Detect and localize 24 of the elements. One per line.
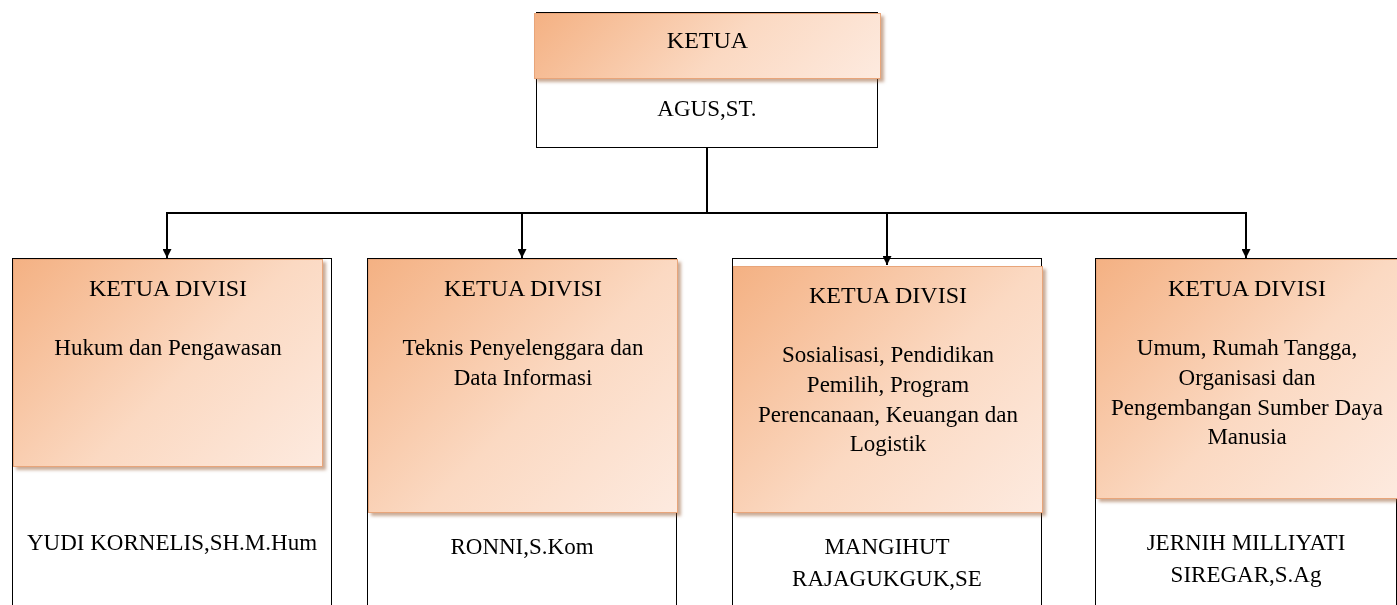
position-box — [368, 259, 678, 513]
name-box — [12, 258, 332, 605]
person-name: RONNI,S.Kom — [449, 533, 595, 561]
position-title: KETUA DIVISI — [89, 274, 247, 303]
position-box — [733, 266, 1043, 513]
division-name: Sosialisasi, Pendidikan Pemilih, Program Perencanaan, Keuangan dan Logistik — [757, 340, 1019, 459]
position-title: KETUA DIVISI — [1168, 274, 1326, 303]
position-title: KETUA DIVISI — [444, 274, 602, 303]
position-box — [534, 13, 881, 79]
name-box — [536, 12, 878, 148]
person-name: YUDI KORNELIS,SH.M.Hum — [25, 529, 319, 557]
position-title: KETUA — [666, 26, 749, 55]
division-name: Hukum dan Pengawasan — [54, 333, 282, 362]
name-box — [732, 258, 1042, 605]
name-box — [1095, 258, 1397, 605]
division-name: Umum, Rumah Tangga, Organisasi dan Pengembangan Sumber Daya Manusia — [1109, 333, 1385, 452]
person-name: AGUS,ST. — [656, 95, 758, 123]
division-name: Teknis Penyelenggara dan Data Informasi — [401, 333, 645, 392]
position-title: KETUA DIVISI — [809, 281, 967, 310]
person-name: JERNIH MILLIYATI SIREGAR,S.Ag — [1145, 529, 1347, 590]
person-name: MANGIHUT RAJAGUKGUK,SE — [791, 533, 983, 594]
position-box — [1096, 259, 1397, 499]
position-box — [13, 259, 323, 467]
name-box — [367, 258, 677, 605]
